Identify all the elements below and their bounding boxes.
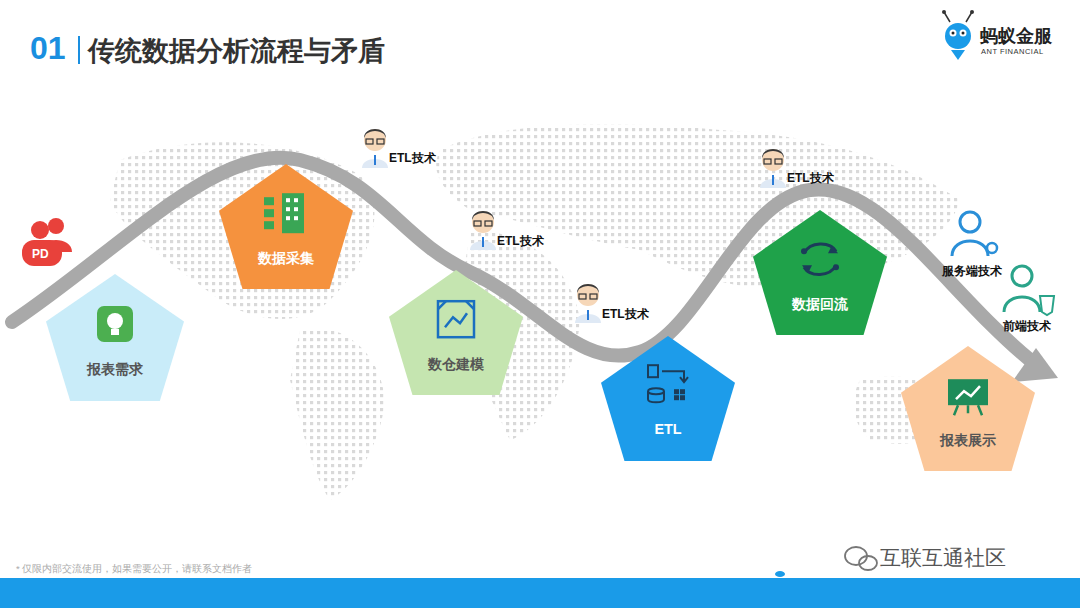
logo-subtext: ANT FINANCIAL <box>981 47 1044 56</box>
node-label: 数仓建模 <box>388 355 524 374</box>
role-label: ETL技术 <box>389 150 436 167</box>
slide-title: 传统数据分析流程与矛盾 <box>88 33 385 69</box>
node-label: 数据回流 <box>752 295 888 314</box>
pentagon-outline <box>45 272 185 402</box>
process-pentagon: 报表需求 <box>45 272 185 402</box>
node-icon <box>801 244 839 275</box>
footer-bar <box>0 578 1080 608</box>
node-icon <box>264 193 304 233</box>
ant-logo <box>942 10 974 60</box>
pentagon-outline <box>218 162 354 290</box>
node-icon <box>948 379 988 415</box>
frontend-dev-icon <box>1004 266 1054 315</box>
role-label: ETL技术 <box>497 233 544 250</box>
footer-ant <box>775 571 785 577</box>
server-dev-icon <box>952 212 997 256</box>
role-label: PD <box>32 247 49 261</box>
role-label: ETL技术 <box>602 306 649 323</box>
watermark: 互联互通社区 <box>880 544 1006 572</box>
process-pentagon: 数仓建模 <box>388 268 524 396</box>
node-label: 报表需求 <box>45 360 185 379</box>
footnote: * 仅限内部交流使用，如果需要公开，请联系文档作者 <box>16 563 252 576</box>
pentagon-outline <box>752 208 888 336</box>
pentagon-outline <box>600 334 736 462</box>
process-pentagon: 报表展示 <box>900 344 1036 472</box>
node-icon <box>648 365 688 402</box>
title-divider <box>78 36 80 64</box>
pd-person-icon <box>22 218 72 266</box>
process-pentagon: 数据采集 <box>218 162 354 290</box>
wechat-icon <box>845 547 877 570</box>
node-label: 报表展示 <box>900 431 1036 450</box>
node-icon <box>438 301 474 337</box>
node-icon <box>97 306 133 342</box>
section-number: 01 <box>30 30 66 67</box>
pentagon-outline <box>900 344 1036 472</box>
role-label: ETL技术 <box>787 170 834 187</box>
logo-text: 蚂蚁金服 <box>980 24 1052 48</box>
role-label: 服务端技术 <box>942 263 1002 280</box>
process-pentagon: ETL <box>600 334 736 462</box>
process-pentagon: 数据回流 <box>752 208 888 336</box>
node-label: 数据采集 <box>218 249 354 268</box>
pentagon-outline <box>388 268 524 396</box>
node-label: ETL <box>600 421 736 437</box>
role-label: 前端技术 <box>1003 318 1051 335</box>
